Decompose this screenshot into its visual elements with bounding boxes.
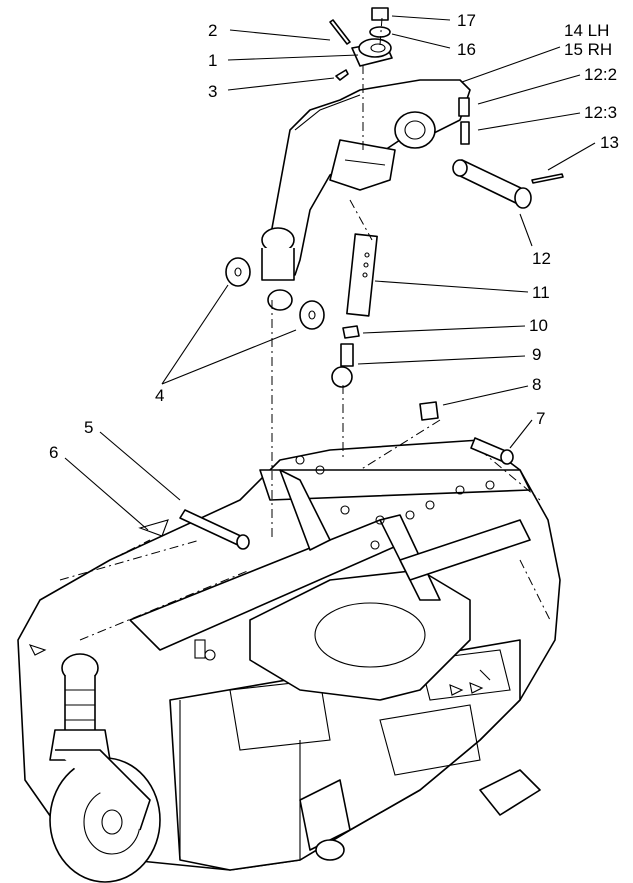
callout-12: 12 bbox=[532, 249, 551, 268]
callout-4: 4 bbox=[155, 386, 165, 405]
callout-1: 1 bbox=[208, 51, 218, 70]
callout-5: 5 bbox=[84, 418, 94, 437]
callout-2: 2 bbox=[208, 21, 218, 40]
callout-15-rh: 15 RH bbox=[564, 40, 613, 59]
callout-7: 7 bbox=[536, 409, 546, 428]
callout-17: 17 bbox=[457, 11, 476, 30]
lift-arm-assembly bbox=[138, 7, 564, 550]
callout-16: 16 bbox=[457, 40, 476, 59]
callout-12-2: 12:2 bbox=[584, 65, 618, 84]
callout-13: 13 bbox=[600, 133, 619, 152]
callout-3: 3 bbox=[208, 82, 218, 101]
callout-9: 9 bbox=[532, 345, 542, 364]
callout-14-lh: 14 LH bbox=[564, 21, 610, 40]
mower-deck bbox=[17, 439, 561, 871]
callout-10: 10 bbox=[529, 316, 548, 335]
callout-6: 6 bbox=[49, 443, 59, 462]
caster-wheel-assembly bbox=[49, 653, 161, 883]
callout-8: 8 bbox=[532, 375, 542, 394]
callout-11: 11 bbox=[532, 283, 550, 302]
leader-lines bbox=[64, 15, 596, 531]
callout-12-3: 12:3 bbox=[584, 103, 618, 122]
